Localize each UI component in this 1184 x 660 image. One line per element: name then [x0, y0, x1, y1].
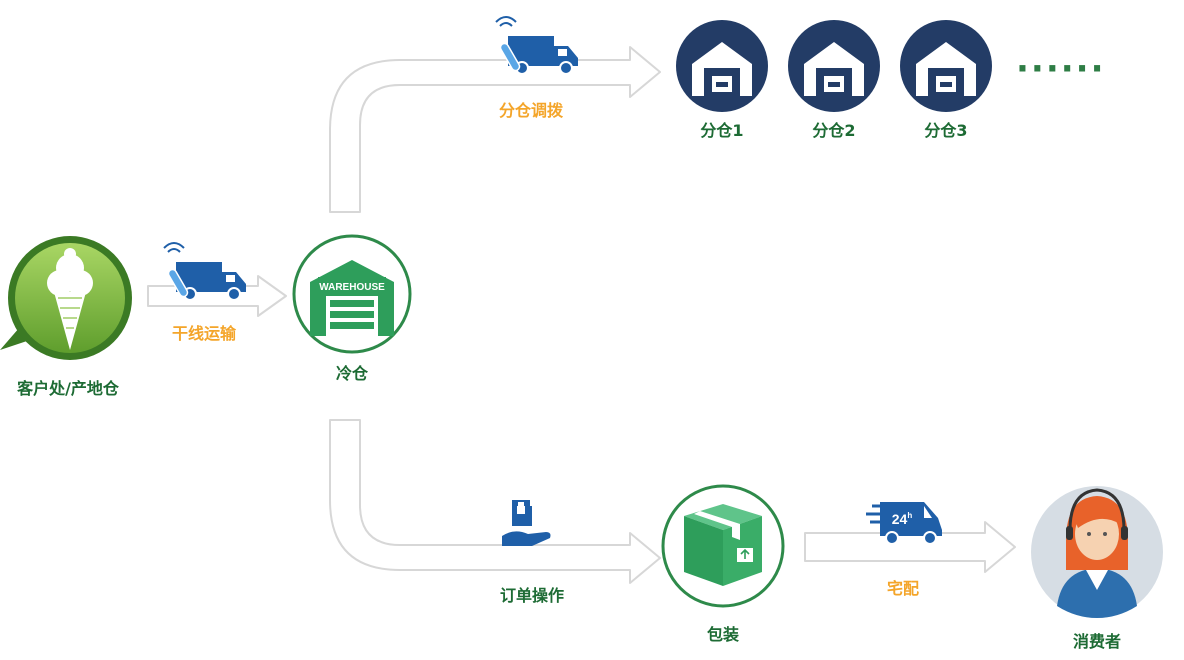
cold-storage-label: 冷仓: [336, 366, 368, 382]
origin-label: 客户处/产地仓: [17, 381, 119, 397]
sub-warehouse-2: [788, 20, 880, 112]
arrow-order-operation: [330, 420, 660, 583]
home-delivery-label: 宅配: [887, 581, 919, 597]
consumer-label: 消费者: [1073, 634, 1121, 650]
sub-warehouse-1-label: 分仓1: [700, 123, 743, 139]
sub-warehouse-2-label: 分仓2: [812, 123, 855, 139]
order-operation-label: 订单操作: [500, 588, 564, 604]
packaging-label: 包装: [707, 627, 739, 643]
truck-icon-trunk: [164, 243, 246, 300]
truck-icon-transfer: [496, 17, 578, 74]
consumer-node: [1031, 486, 1163, 618]
hand-box-icon: [502, 500, 551, 546]
sub-warehouse-1: [676, 20, 768, 112]
arrow-sub-warehouse-transfer: [330, 47, 660, 212]
trunk-transport-label: 干线运输: [172, 326, 236, 342]
more-warehouses-indicator: ······: [1016, 52, 1106, 86]
warehouse-sign-text: WAREHOUSE: [319, 282, 385, 293]
origin-node: [0, 236, 132, 360]
sub-warehouse-3: [900, 20, 992, 112]
cold-storage-node: WAREHOUSE: [294, 236, 410, 352]
package-box-icon: [684, 504, 762, 586]
sub-warehouse-transfer-label: 分仓调拨: [499, 103, 563, 119]
sub-warehouse-3-label: 分仓3: [924, 123, 967, 139]
packaging-node: [663, 486, 783, 606]
